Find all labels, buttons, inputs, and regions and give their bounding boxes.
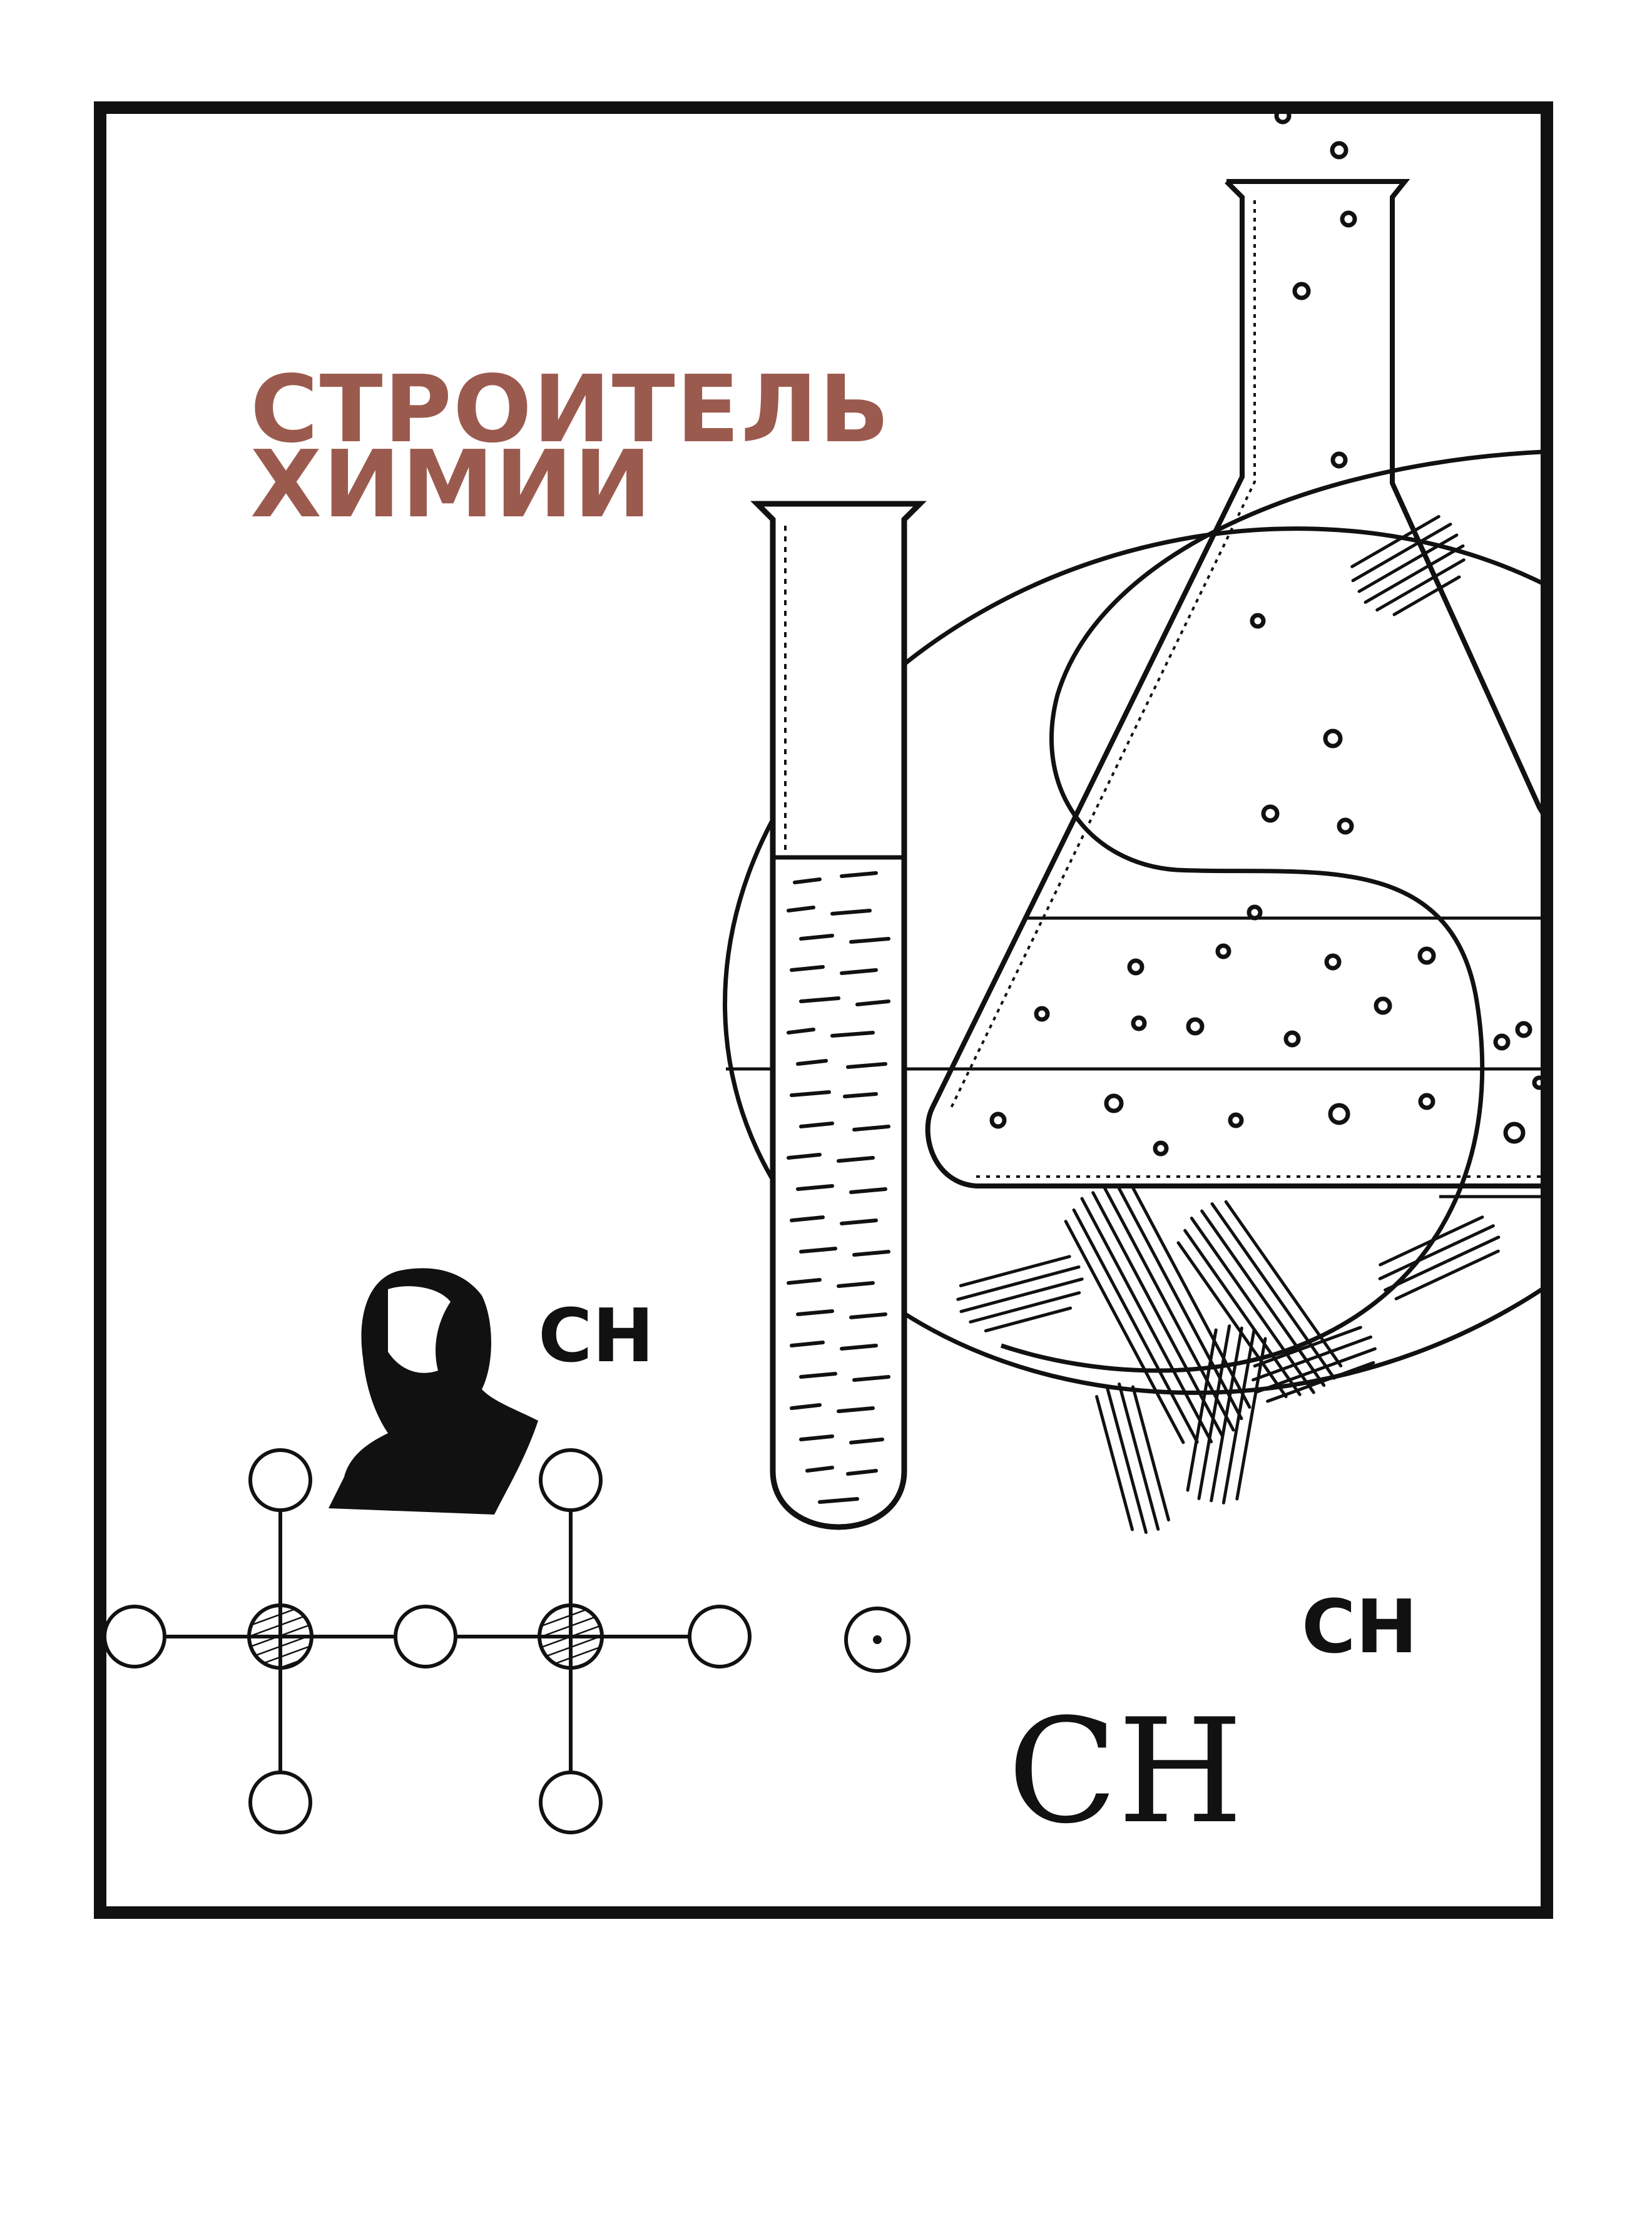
- formula-label-top: CH: [538, 1292, 654, 1379]
- title-line-1: СТРОИТЕЛЬ: [250, 355, 891, 463]
- erlenmeyer-flask-icon: [925, 111, 1543, 1188]
- formula-label-right: CH: [1302, 1583, 1417, 1670]
- background-ellipse: [723, 526, 1543, 1395]
- test-tube-icon: [750, 501, 927, 1530]
- title-line-2: ХИМИИ: [250, 431, 653, 538]
- retort-outline: [1000, 449, 1543, 1373]
- formula-label-large: CH: [1007, 1689, 1243, 1856]
- hatch-scribbles: [956, 514, 1501, 1534]
- cover-frame: [94, 101, 1553, 1919]
- portrait-silhouette-icon: [329, 1268, 538, 1515]
- molecule-model-icon: [104, 1448, 910, 1834]
